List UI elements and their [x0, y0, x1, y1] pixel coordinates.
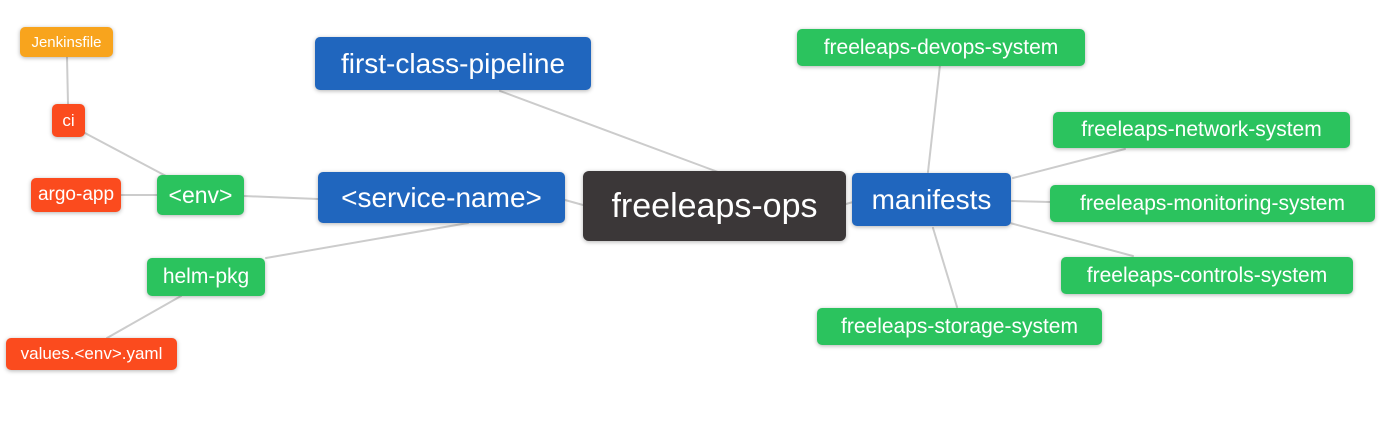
- node-helm-pkg[interactable]: helm-pkg: [147, 258, 265, 296]
- edge-jenkinsfile-ci: [66, 56, 69, 105]
- node-first-class-pipeline[interactable]: first-class-pipeline: [315, 37, 591, 90]
- node-freeleaps-network-system[interactable]: freeleaps-network-system: [1053, 112, 1350, 148]
- node-freeleaps-storage-system[interactable]: freeleaps-storage-system: [817, 308, 1102, 345]
- node-freeleaps-monitoring-system[interactable]: freeleaps-monitoring-system: [1050, 185, 1375, 222]
- edge-root-manifests: [845, 201, 854, 205]
- edge-pipeline-root: [499, 90, 719, 173]
- node-argo-app[interactable]: argo-app: [31, 178, 121, 212]
- node-service-name[interactable]: <service-name>: [318, 172, 565, 223]
- edge-env-servicename: [243, 195, 319, 200]
- edge-servicename-root: [564, 199, 584, 206]
- edge-manifests-devops: [927, 64, 941, 173]
- node-jenkinsfile[interactable]: Jenkinsfile: [20, 27, 113, 57]
- node-env[interactable]: <env>: [157, 175, 244, 215]
- node-manifests[interactable]: manifests: [852, 173, 1011, 226]
- node-freeleaps-ops-root[interactable]: freeleaps-ops: [583, 171, 846, 241]
- edge-manifests-monitoring: [1011, 200, 1051, 203]
- node-freeleaps-controls-system[interactable]: freeleaps-controls-system: [1061, 257, 1353, 294]
- edge-manifests-controls: [1009, 222, 1134, 257]
- edge-ci-env: [82, 131, 167, 177]
- node-values-env-yaml[interactable]: values.<env>.yaml: [6, 338, 177, 370]
- edge-manifests-storage: [932, 227, 958, 308]
- node-freeleaps-devops-system[interactable]: freeleaps-devops-system: [797, 29, 1085, 66]
- edge-manifests-network: [1012, 148, 1126, 179]
- edge-helmpkg-values: [106, 295, 182, 339]
- edge-servicename-helmpkg: [265, 222, 469, 259]
- node-ci[interactable]: ci: [52, 104, 85, 137]
